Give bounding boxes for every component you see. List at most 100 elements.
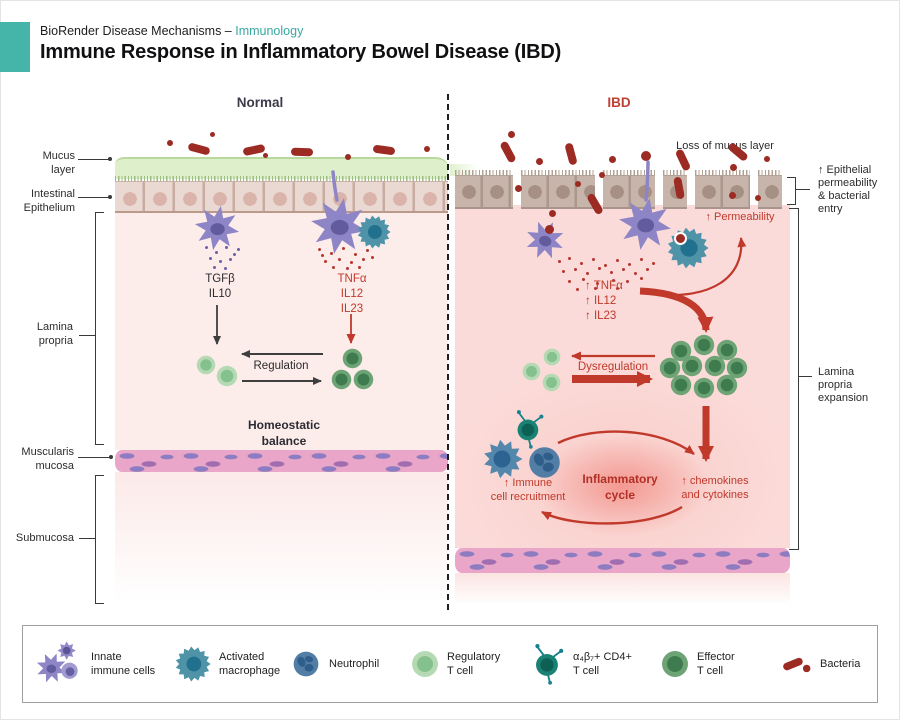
tnfa-il12-il23-label: TNFα IL12 IL23 [337, 273, 367, 315]
bacterium-icon [545, 225, 554, 234]
label-muscularis-mucosa: Muscularis mucosa [21, 446, 74, 472]
bacterium-icon [210, 132, 215, 137]
normal-muscularis-band [115, 450, 448, 472]
bacterium-icon [345, 154, 351, 160]
ibd-epithelium-segment [695, 170, 750, 209]
homeostatic-balance-label: Homeostatic balance [247, 418, 321, 448]
bacterium-icon [609, 156, 616, 163]
bacterium-icon [599, 172, 605, 178]
legend-label: Innate immune cells [91, 650, 156, 677]
legend-label: Activated macrophage [219, 650, 281, 677]
ibd-cytokines-label: ↑ TNFα ↑ IL12 ↑ IL23 [585, 280, 623, 322]
regulatory-t-cell-icon [412, 651, 438, 677]
diagram-canvas: Normal IBD Mucus layer Intestinal Epithe… [0, 88, 900, 615]
bacterium-icon [290, 147, 314, 157]
bacterium-icon [564, 142, 578, 166]
category-link[interactable]: Immunology [235, 24, 304, 38]
bacterium-icon [167, 140, 173, 146]
legend: Innate immune cells Activated macrophage… [22, 625, 878, 703]
connector-line [78, 457, 111, 458]
effector-t-cell-icon [670, 374, 692, 396]
bacterium-icon [729, 192, 736, 199]
a4b7-cd4-t-cell-icon [534, 643, 565, 685]
bacterium-icon [549, 210, 556, 217]
legend-label: Neutrophil [329, 657, 380, 670]
connector-dot [108, 195, 112, 199]
panel-divider [447, 94, 449, 610]
bacterium-icon [508, 131, 515, 138]
bacterium-icon [536, 158, 543, 165]
bacterium-icon [424, 146, 430, 152]
bacterium-icon [755, 195, 761, 201]
normal-epithelium-band [115, 181, 448, 213]
bacterium-icon [586, 192, 604, 216]
connector-dot [108, 157, 112, 161]
bacterium-icon [187, 142, 211, 156]
normal-panel-title: Normal [236, 95, 284, 110]
legend-label: Effector T cell [697, 650, 735, 677]
bacterium-icon [674, 148, 692, 172]
product-name: BioRender Disease Mechanisms – [40, 24, 236, 38]
legend-item-regulatory-t-cell: Regulatory T cell [411, 626, 500, 702]
connector-dot [109, 455, 113, 459]
lamina-expansion-bracket [789, 208, 799, 550]
legend-item-a4b7-cd4-t-cell: α₄β₇+ CD4+ T cell [527, 626, 632, 702]
bacterium-icon [673, 176, 685, 200]
innate-immune-cells-icon [36, 641, 78, 683]
brand-square [0, 22, 30, 72]
normal-submucosa [115, 472, 448, 602]
bacterium-icon [499, 140, 517, 164]
bacterium-icon [575, 181, 581, 187]
activated-macrophage-icon [175, 646, 211, 682]
connector-line [78, 159, 110, 160]
recruitment-label: ↑ Immune cell recruitment [490, 477, 566, 504]
bacterium-icon [515, 185, 522, 192]
normal-lamina-propria [115, 210, 448, 450]
legend-item-bacteria: Bacteria [780, 626, 860, 702]
effector-t-cell-icon [662, 651, 688, 677]
ibd-panel-title: IBD [607, 95, 631, 110]
chemokines-label: ↑ chemokines and cytokines [681, 475, 749, 502]
neutrophil-icon [293, 651, 319, 677]
bacteria-icon [782, 656, 811, 673]
lamina-propria-bracket [95, 212, 104, 445]
label-lamina-propria: Lamina propria [36, 321, 73, 347]
regulation-label: Regulation [253, 360, 309, 372]
label-lamina-expansion: Lamina propria expansion [818, 366, 869, 404]
mucus-layer-band [115, 157, 448, 179]
label-epithelial-permeability: ↑ Epithelial permeability & bacterial en… [818, 164, 878, 215]
breadcrumb: BioRender Disease Mechanisms – Immunolog… [40, 24, 303, 38]
ibd-epithelium-segment [521, 170, 595, 209]
brush-border [115, 176, 448, 181]
legend-item-innate-immune-cells: Innate immune cells [35, 626, 155, 702]
ibd-submucosa [455, 573, 790, 605]
connector-line [78, 197, 110, 198]
legend-item-effector-t-cell: Effector T cell [661, 626, 735, 702]
bacterium-icon [730, 164, 737, 171]
tgfb-il10-label: TGFβ IL10 [205, 273, 235, 300]
bacterium-icon [764, 156, 770, 162]
legend-label: α₄β₇+ CD4+ T cell [573, 650, 632, 677]
legend-item-neutrophil: Neutrophil [291, 626, 379, 702]
legend-item-activated-macrophage: Activated macrophage [175, 626, 280, 702]
label-mucus-layer: Mucus layer [42, 150, 75, 176]
ibd-epithelium-segment [758, 170, 782, 209]
bacterium-icon [263, 153, 268, 158]
page-title: Immune Response in Inflammatory Bowel Di… [40, 41, 562, 63]
effector-t-cell-icon [693, 334, 715, 356]
submucosa-bracket [95, 475, 104, 604]
bacterium-icon [727, 141, 749, 163]
connector-line [798, 376, 812, 377]
legend-label: Regulatory T cell [447, 650, 501, 677]
ibd-epithelium-segment [455, 170, 513, 209]
label-intestinal-epithelium: Intestinal Epithelium [23, 188, 75, 214]
legend-label: Bacteria [820, 657, 861, 670]
effector-t-cell-icon [716, 374, 738, 396]
connector-line [796, 189, 810, 190]
connector-line [79, 335, 95, 336]
epithelial-permeability-bracket [787, 177, 796, 205]
label-loss-of-mucus: Loss of mucus layer [676, 140, 774, 152]
inflammatory-cycle-label: Inflammatory cycle [582, 472, 658, 502]
bacterium-icon [641, 151, 651, 161]
